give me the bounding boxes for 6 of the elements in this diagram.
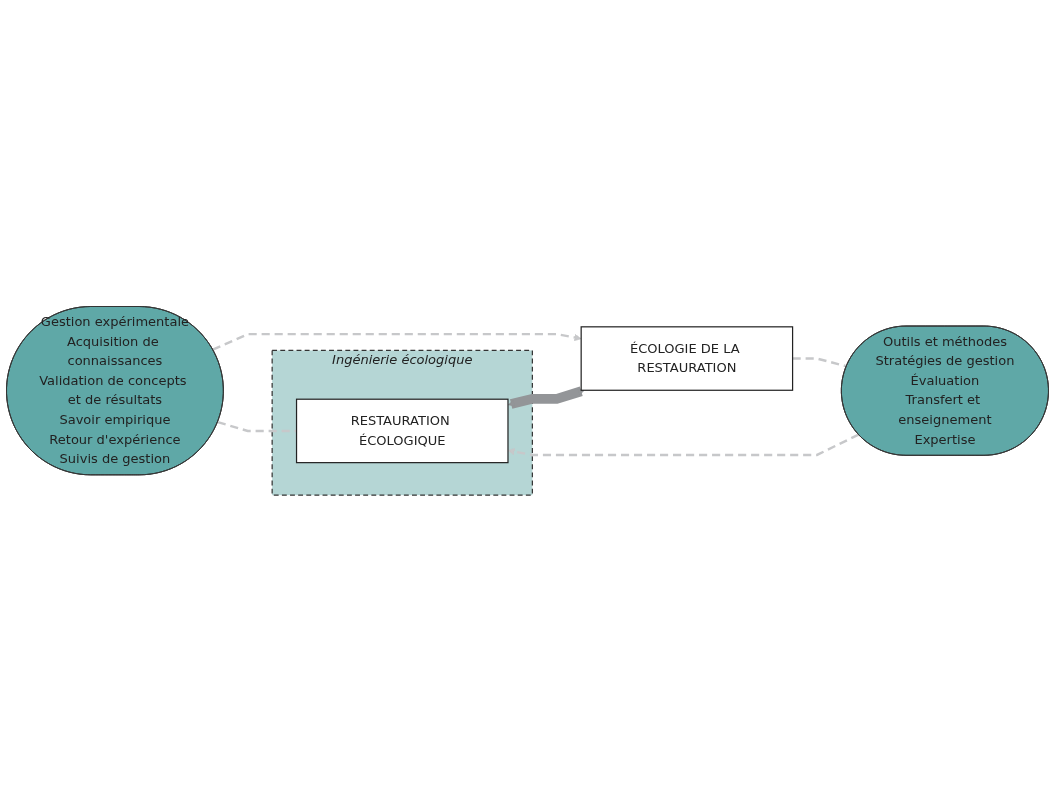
node-box: RESTAURATION ÉCOLOGIQUE xyxy=(295,398,509,463)
arrow xyxy=(507,433,860,456)
connector xyxy=(792,357,848,368)
arrow xyxy=(507,386,585,409)
arrow xyxy=(212,332,582,351)
node-box: ÉCOLOGIE DE LA RESTAURATION xyxy=(580,325,794,391)
